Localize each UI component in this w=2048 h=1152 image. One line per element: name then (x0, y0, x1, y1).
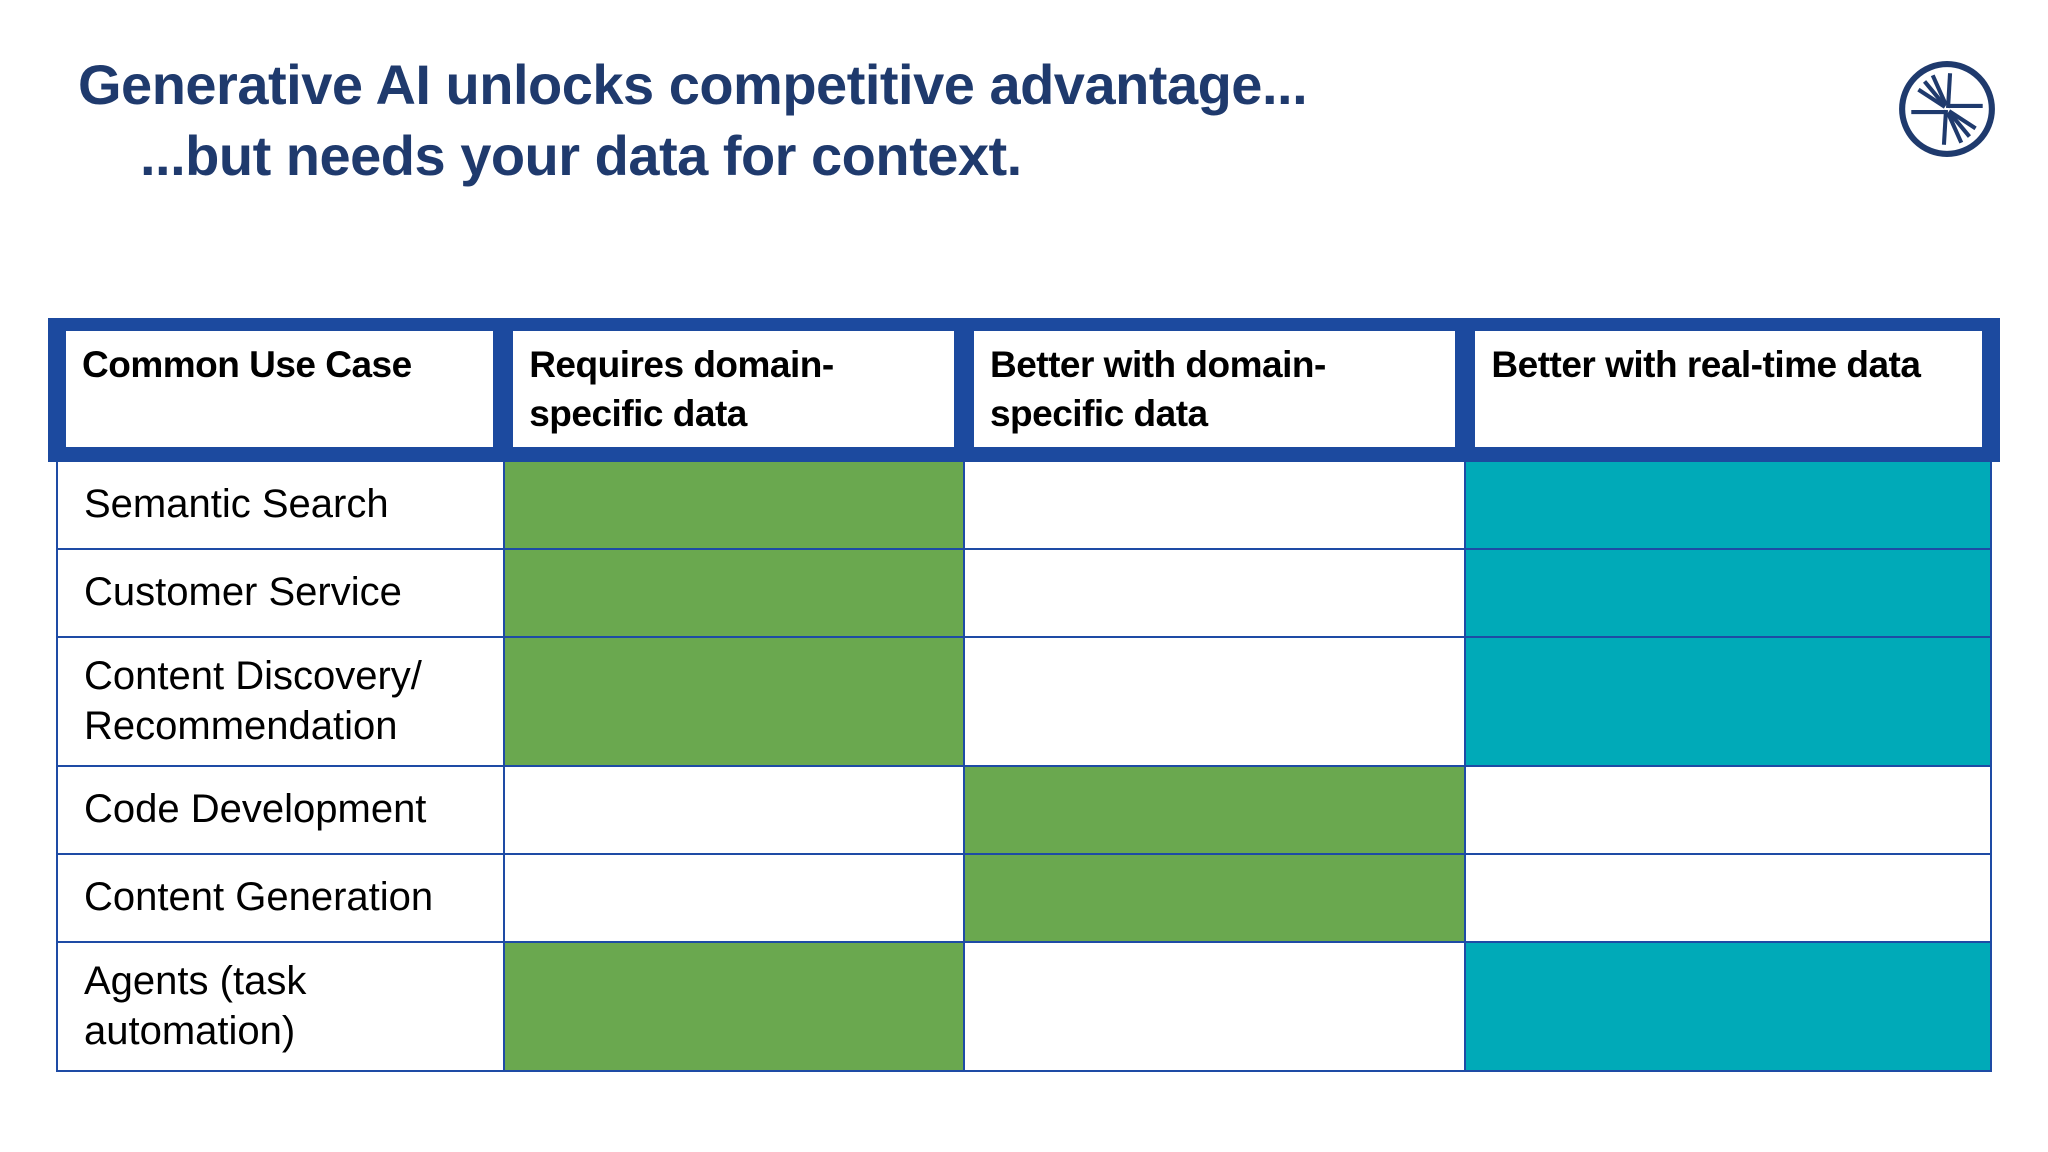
column-header-common-use-case: Common Use Case (66, 331, 494, 447)
matrix-cell-white (965, 462, 1466, 550)
table-row: Content Discovery/ Recommendation (58, 638, 1992, 768)
matrix-cell-teal (1465, 943, 1992, 1073)
column-header-label: Better with real-time data (1491, 344, 1921, 385)
table-row: Code Development (58, 767, 1992, 856)
row-label: Code Development (58, 767, 505, 856)
matrix-cell-white (965, 638, 1466, 768)
column-header-label: Better with domain-specific data (989, 344, 1326, 434)
matrix-cell-teal (1465, 462, 1992, 550)
matrix-cell-teal (1465, 638, 1992, 768)
confluent-logo-icon (1899, 61, 1995, 157)
row-label: Agents (task automation) (58, 943, 505, 1073)
table-row: Content Generation (58, 855, 1992, 944)
row-label: Customer Service (58, 550, 505, 638)
matrix-cell-teal (1465, 550, 1992, 638)
column-header-requires-domain-specific-data: Requires domain-specific data (513, 331, 954, 447)
matrix-cell-green (504, 943, 966, 1073)
title-line-1: Generative AI unlocks competitive advant… (78, 53, 1308, 116)
matrix-cell-white (965, 550, 1466, 638)
table-row: Semantic Search (58, 462, 1992, 550)
matrix-cell-green (504, 550, 966, 638)
use-case-table: Common Use Case Requires domain-specific… (48, 318, 2000, 1073)
row-label: Content Generation (58, 855, 505, 944)
table-row: Agents (task automation) (58, 943, 1992, 1073)
matrix-cell-white (965, 943, 1466, 1073)
column-header-label: Requires domain-specific data (529, 344, 834, 434)
matrix-cell-white (1465, 855, 1992, 944)
matrix-cell-green (504, 638, 966, 768)
table-header-row: Common Use Case Requires domain-specific… (48, 318, 2000, 462)
matrix-cell-white (504, 855, 966, 944)
matrix-cell-green (965, 767, 1466, 856)
matrix-cell-green (965, 855, 1466, 944)
row-label: Content Discovery/ Recommendation (58, 638, 505, 768)
column-header-better-with-real-time-data: Better with real-time data (1475, 331, 1982, 447)
title-line-2: ...but needs your data for context. (140, 124, 1022, 188)
matrix-cell-white (504, 767, 966, 856)
matrix-cell-white (1465, 767, 1992, 856)
slide-title: Generative AI unlocks competitive advant… (78, 53, 1308, 188)
column-header-better-with-domain-specific-data: Better with domain-specific data (973, 331, 1456, 447)
row-label: Semantic Search (58, 462, 505, 550)
matrix-cell-green (504, 462, 966, 550)
table-row: Customer Service (58, 550, 1992, 638)
column-header-label: Common Use Case (82, 344, 412, 385)
